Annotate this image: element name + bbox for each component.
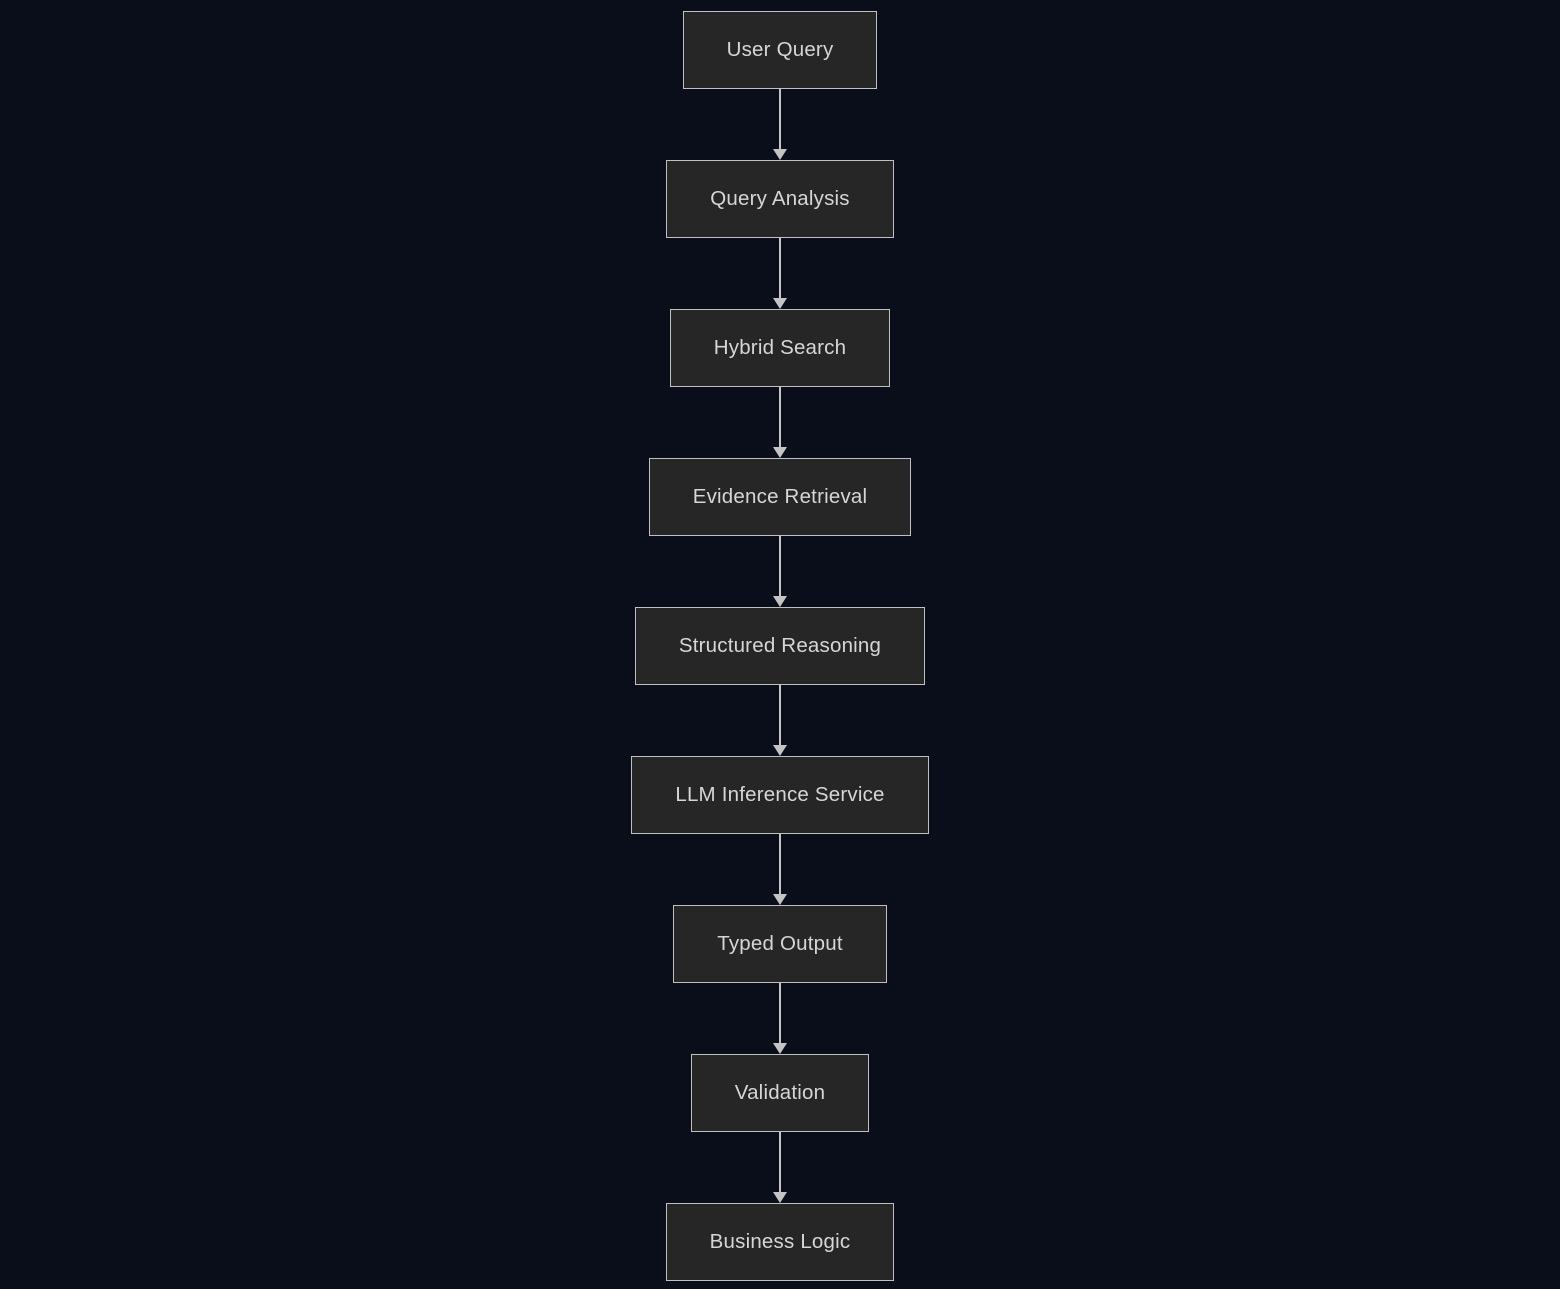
node-label: Typed Output: [717, 932, 843, 955]
node-label: Structured Reasoning: [678, 634, 882, 657]
arrowhead-icon: [773, 745, 787, 756]
arrowhead-icon: [773, 298, 787, 309]
arrow-connector: [773, 834, 787, 905]
arrow-line: [779, 983, 781, 1043]
arrow-line: [779, 685, 781, 745]
arrow-connector: [773, 89, 787, 160]
node-business-logic: Business Logic: [665, 1203, 895, 1281]
node-label: Business Logic: [709, 1230, 851, 1253]
node-label: User Query: [726, 38, 834, 61]
node-user-query: User Query: [682, 11, 878, 89]
node-label: Evidence Retrieval: [692, 485, 868, 508]
arrowhead-icon: [773, 1043, 787, 1054]
arrow-connector: [773, 685, 787, 756]
arrow-line: [779, 1132, 781, 1192]
node-label: Query Analysis: [710, 187, 850, 210]
node-evidence-retrieval: Evidence Retrieval: [648, 458, 912, 536]
arrow-connector: [773, 983, 787, 1054]
arrow-connector: [773, 387, 787, 458]
arrow-connector: [773, 238, 787, 309]
node-validation: Validation: [690, 1054, 870, 1132]
arrow-connector: [773, 536, 787, 607]
arrowhead-icon: [773, 149, 787, 160]
arrow-line: [779, 834, 781, 894]
node-hybrid-search: Hybrid Search: [669, 309, 891, 387]
node-query-analysis: Query Analysis: [666, 160, 894, 238]
arrow-line: [779, 238, 781, 298]
node-typed-output: Typed Output: [673, 905, 887, 983]
arrow-line: [779, 89, 781, 149]
node-label: Validation: [734, 1081, 826, 1104]
arrowhead-icon: [773, 447, 787, 458]
arrow-line: [779, 387, 781, 447]
arrowhead-icon: [773, 894, 787, 905]
arrowhead-icon: [773, 596, 787, 607]
arrowhead-icon: [773, 1192, 787, 1203]
node-llm-inference-service: LLM Inference Service: [631, 756, 929, 834]
arrow-line: [779, 536, 781, 596]
node-structured-reasoning: Structured Reasoning: [634, 607, 926, 685]
node-label: LLM Inference Service: [675, 783, 885, 806]
arrow-connector: [773, 1132, 787, 1203]
node-label: Hybrid Search: [713, 336, 847, 359]
